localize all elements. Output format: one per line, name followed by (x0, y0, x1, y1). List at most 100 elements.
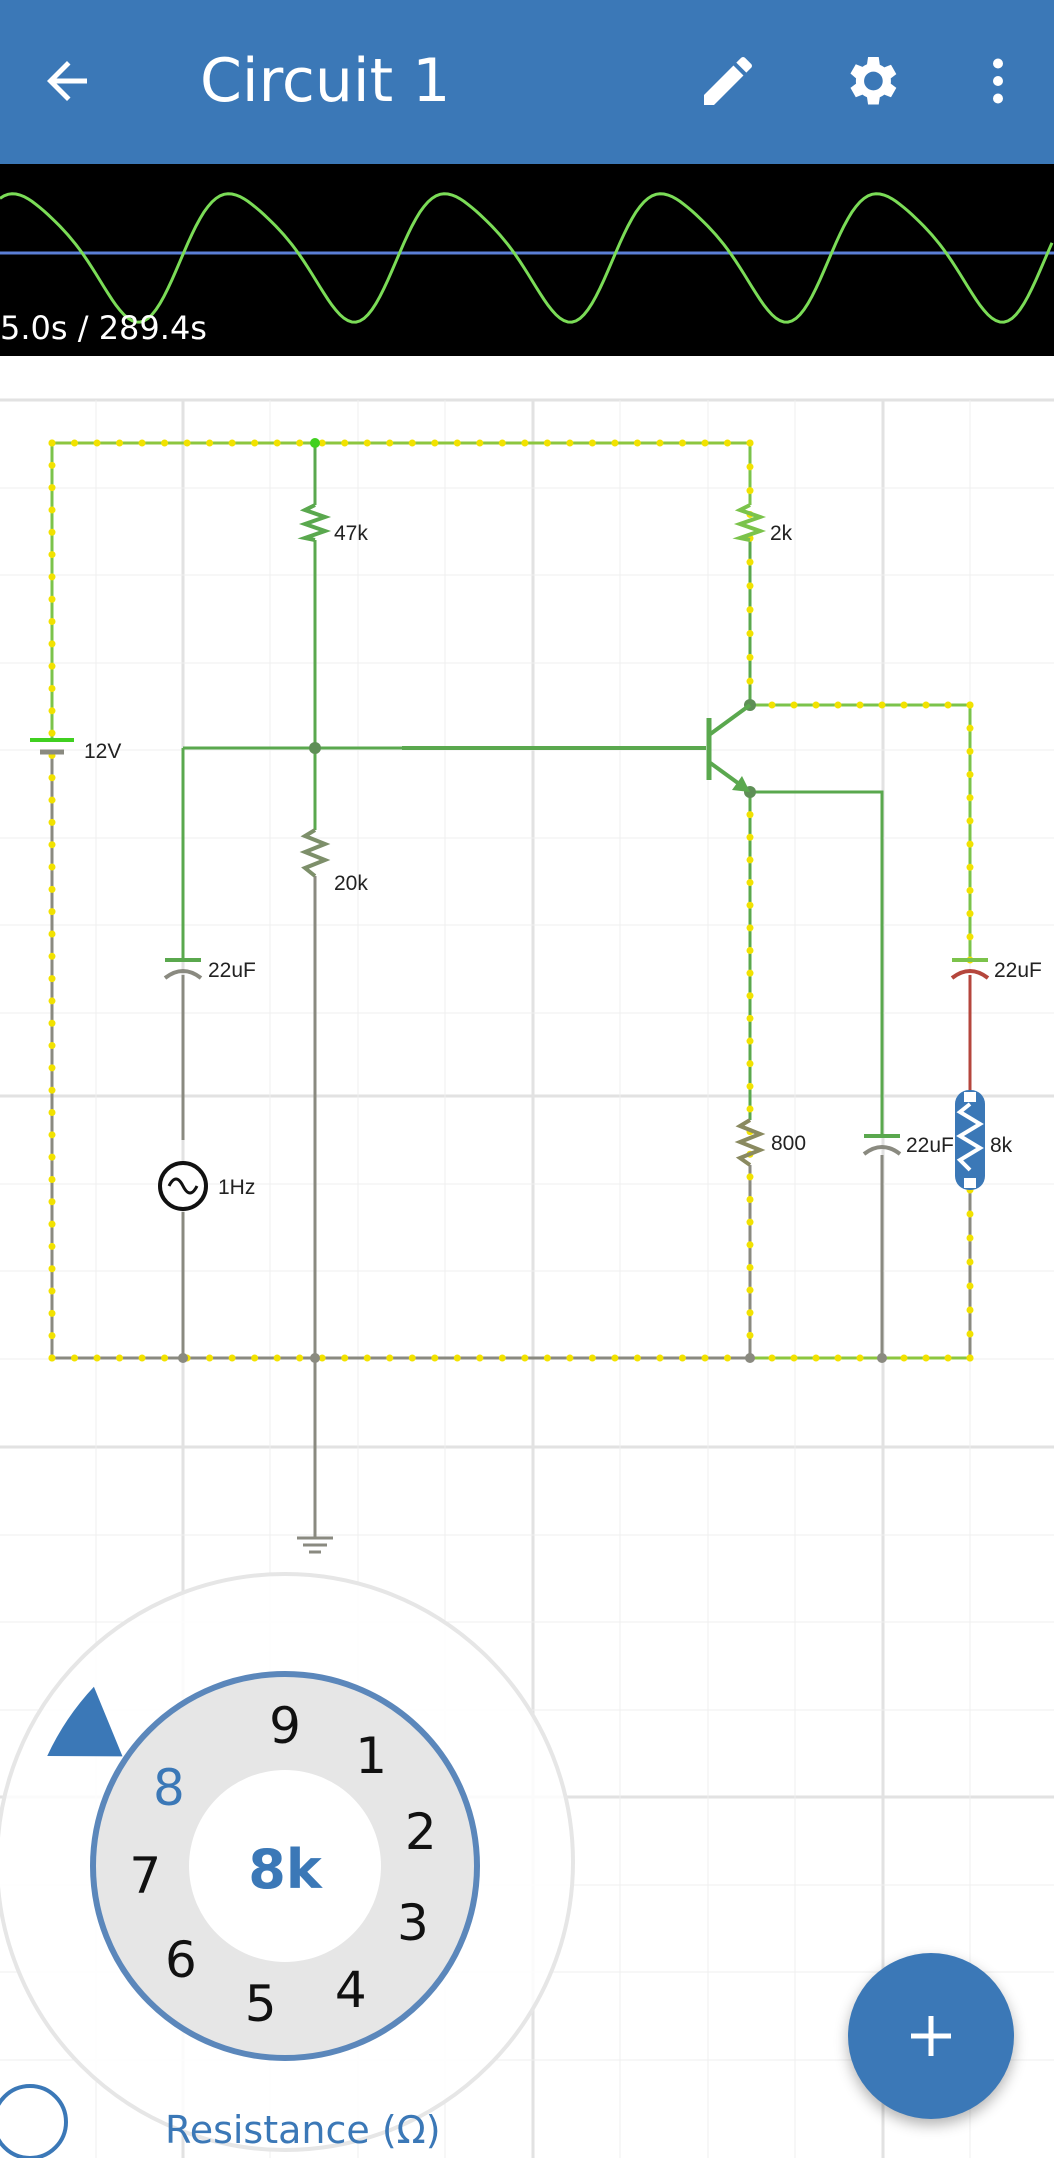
dial-digit[interactable]: 1 (355, 1726, 388, 1785)
current-dot (48, 1175, 56, 1183)
current-dot (48, 1265, 56, 1273)
pencil-icon (704, 57, 752, 105)
add-component-button[interactable] (848, 1953, 1014, 2119)
app-bar: Circuit 1 (0, 0, 1054, 164)
current-dot (746, 1218, 754, 1226)
current-dot (966, 863, 974, 871)
dial-selection-wedge (47, 1686, 123, 1757)
ac-source-label: 1Hz (218, 1176, 255, 1199)
more-options-button[interactable] (953, 36, 1043, 126)
current-dot (48, 1131, 56, 1139)
current-dot (966, 933, 974, 941)
resistor-2k[interactable]: 2k (732, 503, 793, 545)
current-dot (746, 1037, 754, 1045)
dial-mode-circle[interactable] (0, 2084, 68, 2160)
current-dot (48, 1086, 56, 1094)
dial-current-value: 8k (248, 1838, 322, 1901)
current-dot (746, 856, 754, 864)
current-dot (48, 796, 56, 804)
current-dot (966, 910, 974, 918)
current-dot (678, 439, 686, 447)
current-dot (966, 1210, 974, 1218)
current-dot (966, 1330, 974, 1338)
resistor-800[interactable]: 800 (734, 1118, 806, 1167)
back-button[interactable] (22, 36, 112, 126)
current-dot (48, 618, 56, 626)
current-dot (633, 439, 641, 447)
current-dot (966, 840, 974, 848)
settings-button[interactable] (826, 36, 916, 126)
ac-source-1hz[interactable]: 1Hz (158, 1161, 255, 1211)
current-dot (746, 1082, 754, 1090)
current-dot (966, 701, 974, 709)
current-dot (543, 439, 551, 447)
plus-icon (911, 2016, 951, 2056)
current-dot (273, 1354, 281, 1362)
current-dot (678, 1354, 686, 1362)
dial-digit[interactable]: 8 (153, 1758, 185, 1817)
current-dot (812, 701, 820, 709)
dial-digit[interactable]: 4 (334, 1960, 367, 2019)
current-dot (48, 1109, 56, 1117)
scope-time-readout: 5.0s / 289.4s (0, 309, 207, 347)
current-dot (48, 1354, 56, 1362)
current-dot (161, 1354, 169, 1362)
current-dot (93, 439, 101, 447)
current-dot (790, 701, 798, 709)
current-dot (93, 1354, 101, 1362)
capacitor-output[interactable]: 22uF (950, 958, 1042, 982)
current-dot (746, 630, 754, 638)
resistor-20k[interactable]: 20k (299, 828, 368, 895)
current-dot (701, 1354, 709, 1362)
capacitor-input[interactable]: 22uF (163, 958, 256, 982)
resistor-8k-selected[interactable]: 8k (955, 1090, 1013, 1190)
current-dot (723, 439, 731, 447)
resistor-2k-label: 2k (770, 522, 793, 545)
current-dot (746, 1331, 754, 1339)
current-dot (116, 1354, 124, 1362)
current-dot (746, 879, 754, 887)
dial-digit[interactable]: 2 (404, 1803, 437, 1862)
dial-digit[interactable]: 5 (244, 1974, 277, 2033)
current-dot (856, 701, 864, 709)
current-dot (746, 606, 754, 614)
current-dot (521, 1354, 529, 1362)
current-dot (206, 1354, 214, 1362)
dial-digit[interactable]: 3 (396, 1893, 429, 1952)
current-dot (48, 1064, 56, 1072)
resistor-47k[interactable]: 47k (297, 503, 368, 545)
gear-icon (850, 57, 897, 105)
current-dot (611, 1354, 619, 1362)
more-vert-icon (993, 58, 1003, 104)
current-dot (746, 439, 754, 447)
current-dot (48, 551, 56, 559)
current-dot (341, 439, 349, 447)
current-dot (834, 1354, 842, 1362)
capacitor-emitter[interactable]: 22uF (862, 1134, 954, 1157)
ground-symbol[interactable] (297, 1536, 333, 1554)
oscilloscope-strip[interactable]: 5.0s / 289.4s (0, 164, 1054, 356)
current-dot (856, 1354, 864, 1362)
npn-transistor[interactable] (706, 703, 752, 792)
dial-digit[interactable]: 6 (165, 1930, 197, 1989)
capacitor-input-label: 22uF (208, 959, 256, 982)
value-dial[interactable] (0, 1570, 600, 2160)
current-dot (48, 908, 56, 916)
resistor-800-label: 800 (771, 1132, 806, 1155)
current-dot (251, 439, 259, 447)
current-dot (48, 662, 56, 670)
dial-digit[interactable]: 9 (269, 1697, 301, 1755)
resistor-47k-label: 47k (334, 522, 368, 545)
current-dot (48, 1309, 56, 1317)
battery-12v[interactable]: 12V (30, 738, 121, 763)
current-dot (944, 701, 952, 709)
current-dot (363, 439, 371, 447)
current-dot (48, 774, 56, 782)
current-dot (834, 701, 842, 709)
current-dot (296, 439, 304, 447)
dial-digit[interactable]: 7 (129, 1846, 162, 1905)
current-dot (48, 1019, 56, 1027)
current-dot (161, 439, 169, 447)
edit-button[interactable] (683, 36, 773, 126)
current-dot (48, 930, 56, 938)
